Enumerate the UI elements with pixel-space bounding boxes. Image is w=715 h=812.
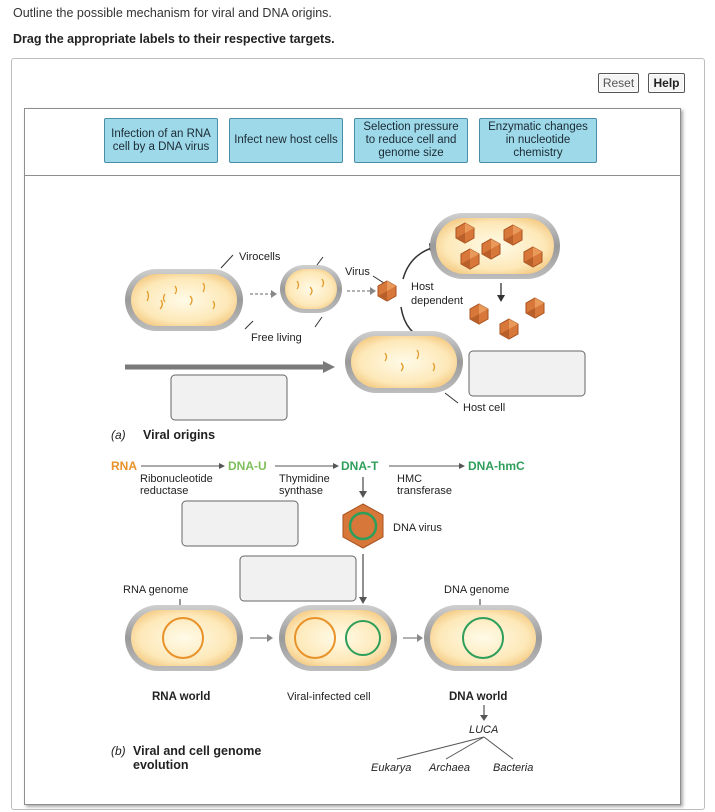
thymidine-label-1: Thymidine — [279, 473, 330, 485]
virocells-label: Virocells — [239, 251, 281, 263]
hmc-label-2: transferase — [397, 485, 452, 497]
cell-infected-top — [430, 213, 560, 279]
dna-u-label: DNA-U — [228, 459, 267, 473]
cell-viral-infected — [279, 605, 397, 671]
free-living-label: Free living — [251, 332, 302, 344]
draggable-label[interactable]: Infect new host cells — [229, 118, 343, 163]
figure-canvas: Infection of an RNA cell by a DNA virus … — [24, 108, 681, 805]
question-instruction: Drag the appropriate labels to their res… — [13, 32, 335, 46]
viral-infected-cell-label: Viral-infected cell — [287, 691, 371, 703]
label-bank: Infection of an RNA cell by a DNA virus … — [25, 109, 680, 176]
rna-label: RNA — [111, 459, 137, 473]
cell-virocell — [280, 265, 342, 313]
draggable-label[interactable]: Selection pressure to reduce cell and ge… — [354, 118, 468, 163]
caption-b-letter: (b) — [111, 744, 126, 758]
reset-button[interactable]: Reset — [598, 73, 639, 93]
ribonucleotide-label-2: reductase — [140, 485, 188, 497]
cell-rna-world — [125, 605, 243, 671]
host-dependent-label-2: dependent — [411, 295, 463, 307]
drop-target-3[interactable] — [181, 500, 299, 547]
luca-label: LUCA — [469, 724, 498, 736]
host-cell-label: Host cell — [463, 402, 505, 414]
dna-virus-icon — [342, 503, 384, 549]
thymidine-label-2: synthase — [279, 485, 323, 497]
caption-a-title: Viral origins — [143, 428, 215, 442]
host-dependent-label-1: Host — [411, 281, 434, 293]
question-prompt: Outline the possible mechanism for viral… — [13, 6, 332, 20]
dna-hmc-label: DNA-hmC — [468, 459, 525, 473]
diagram-svg: Virocells Free living Virus Host depende… — [111, 213, 586, 774]
cell-dna-world — [424, 605, 542, 671]
hmc-label-1: HMC — [397, 473, 422, 485]
bacteria-label: Bacteria — [493, 762, 533, 774]
archaea-label: Archaea — [428, 762, 470, 774]
draggable-label[interactable]: Infection of an RNA cell by a DNA virus — [104, 118, 218, 163]
drop-target-2[interactable] — [468, 350, 586, 397]
virus-label: Virus — [345, 266, 370, 278]
dna-genome-label: DNA genome — [444, 584, 509, 596]
ribonucleotide-label-1: Ribonucleotide — [140, 473, 213, 485]
rna-world-label: RNA world — [152, 691, 210, 703]
virus-particle-icon — [377, 280, 397, 302]
eukarya-label: Eukarya — [371, 762, 411, 774]
draggable-label[interactable]: Enzymatic changes in nucleotide chemistr… — [479, 118, 597, 163]
cell-host — [345, 331, 463, 393]
caption-b-title-1: Viral and cell genome — [133, 744, 261, 758]
rna-genome-label: RNA genome — [123, 584, 188, 596]
drop-target-1[interactable] — [170, 374, 288, 421]
dna-world-label: DNA world — [449, 691, 507, 703]
dna-virus-label: DNA virus — [393, 522, 442, 534]
drop-target-4[interactable] — [239, 555, 357, 602]
help-button[interactable]: Help — [648, 73, 685, 93]
cell-left — [125, 269, 243, 331]
caption-a-letter: (a) — [111, 428, 126, 442]
dna-t-label: DNA-T — [341, 459, 379, 473]
caption-b-title-2: evolution — [133, 758, 189, 772]
